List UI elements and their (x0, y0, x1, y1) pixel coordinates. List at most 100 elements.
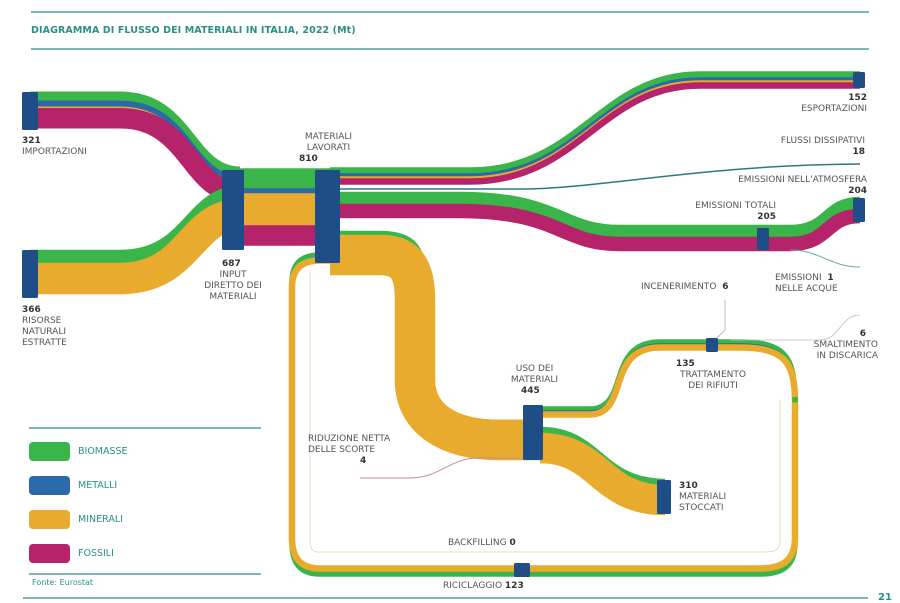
label-lavorati: MATERIALI LAVORATI 810 (291, 132, 366, 165)
value-emissioni-totali: 205 (757, 212, 776, 222)
node-layer (22, 72, 865, 577)
text-input-2: DIRETTO DEI (204, 281, 262, 291)
text-uso-2: MATERIALI (510, 375, 559, 385)
text-lavorati-2: LAVORATI (306, 143, 351, 153)
flow-acque (789, 249, 861, 268)
value-acque: 1 (827, 273, 834, 283)
legend-item-fossili: FOSSILI (29, 544, 114, 563)
flow-dissipativi (330, 163, 861, 190)
flow-stoccati-1 (539, 432, 666, 516)
text-scorte-2: DELLE SCORTE (308, 445, 376, 455)
value-importazioni: 321 (22, 136, 41, 146)
label-riciclaggio: RICICLAGGIO 123 (443, 581, 524, 592)
node-atmosfera (853, 198, 865, 222)
text-stoccati-2: STOCCATI (679, 503, 724, 513)
text-risorse-1: RISORSE (22, 316, 62, 326)
label-input: 687 INPUT DIRETTO DEI MATERIALI (198, 259, 268, 303)
legend-swatch-metalli (29, 476, 70, 495)
label-discarica: 6 SMALTIMENTO IN DISCARICA (790, 329, 878, 362)
legend-item-minerali: MINERALI (29, 510, 123, 529)
flow-incenerimento (714, 300, 726, 341)
node-lavorati (315, 170, 340, 263)
legend-bottom-rule (29, 573, 261, 575)
text-discarica-1: SMALTIMENTO (813, 340, 878, 350)
flow-layer (30, 71, 861, 577)
text-lavorati-1: MATERIALI (304, 132, 353, 142)
label-incenerimento: INCENERIMENTO 6 (641, 282, 728, 293)
node-riciclaggio (514, 563, 530, 577)
legend-label-fossili: FOSSILI (78, 548, 114, 559)
label-dissipativi: FLUSSI DISSIPATIVI 18 (700, 136, 865, 158)
node-input (222, 170, 244, 250)
text-riciclaggio: RICICLAGGIO (443, 581, 503, 591)
text-trattamento-2: DEI RIFIUTI (688, 381, 738, 391)
value-atmosfera: 204 (848, 186, 867, 196)
bottom-rule (23, 597, 868, 599)
legend-swatch-minerali (29, 510, 70, 529)
legend-label-biomasse: BIOMASSE (78, 446, 128, 457)
node-esportazioni (853, 72, 865, 88)
legend-item-biomasse: BIOMASSE (29, 442, 128, 461)
source-note: Fonte: Eurostat (32, 578, 94, 587)
flow-riciclaggio-0 (289, 252, 798, 577)
legend-item-metalli: METALLI (29, 476, 117, 495)
text-input-1: INPUT (219, 270, 247, 280)
value-discarica: 6 (859, 329, 866, 339)
label-emissioni-totali: EMISSIONI TOTALI 205 (660, 201, 776, 223)
flow-backfilling (309, 270, 781, 553)
value-incenerimento: 6 (722, 282, 729, 292)
text-backfilling: BACKFILLING (448, 538, 507, 548)
legend-swatch-biomasse (29, 442, 70, 461)
text-dissipativi: FLUSSI DISSIPATIVI (780, 136, 865, 146)
label-esportazioni: 152 ESPORTAZIONI (740, 93, 867, 115)
value-scorte: 4 (360, 456, 367, 466)
flow-discarica (730, 314, 861, 341)
text-uso-1: USO DEI (515, 364, 554, 374)
flow-riciclaggio-1 (288, 257, 799, 572)
text-stoccati-1: MATERIALI (679, 492, 727, 502)
title-underline (31, 48, 869, 50)
label-stoccati: 310 MATERIALI STOCCATI (679, 481, 726, 514)
text-risorse-3: ESTRATTE (22, 338, 67, 348)
text-risorse-2: NATURALI (22, 327, 66, 337)
flow-emissioni-1 (330, 203, 861, 252)
text-acque-2: NELLE ACQUE (775, 284, 838, 294)
text-discarica-2: IN DISCARICA (816, 351, 878, 361)
node-risorse (22, 250, 38, 298)
flow-esportazioni-1 (330, 77, 860, 177)
legend-label-minerali: MINERALI (78, 514, 123, 525)
node-emissioni-totali (757, 228, 769, 250)
label-backfilling: BACKFILLING 0 (448, 538, 516, 549)
node-stoccati (657, 480, 671, 514)
text-trattamento-1: TRATTAMENTO (680, 370, 746, 380)
legend-label-metalli: METALLI (78, 480, 118, 491)
value-input: 687 (222, 259, 241, 269)
value-risorse: 366 (22, 305, 41, 315)
label-atmosfera: EMISSIONI NELL'ATMOSFERA 204 (680, 175, 867, 197)
label-importazioni: 321 IMPORTAZIONI (22, 136, 87, 158)
text-atmosfera: EMISSIONI NELL'ATMOSFERA (738, 175, 867, 185)
flow-importazioni-0 (30, 91, 241, 176)
top-rule (31, 11, 869, 13)
value-dissipativi: 18 (852, 147, 865, 157)
text-scorte-1: RIDUZIONE NETTA (308, 434, 391, 444)
node-uso (523, 405, 543, 460)
value-trattamento: 135 (676, 359, 695, 369)
text-incenerimento: INCENERIMENTO (641, 282, 717, 292)
value-backfilling: 0 (509, 538, 516, 548)
label-acque: EMISSIONI 1 NELLE ACQUE (775, 273, 838, 295)
value-stoccati: 310 (679, 481, 698, 491)
text-esportazioni: ESPORTAZIONI (801, 104, 867, 114)
value-riciclaggio: 123 (504, 581, 524, 591)
flow-scorte (360, 457, 525, 479)
page-number: 21 (878, 592, 892, 603)
diagram-title: DIAGRAMMA DI FLUSSO DEI MATERIALI IN ITA… (31, 25, 356, 36)
node-trattamento (706, 338, 718, 352)
flow-uso-minerali-0 (330, 234, 540, 461)
flow-emissioni-0 (330, 191, 861, 238)
value-uso: 445 (521, 386, 540, 396)
flow-trattamento-2 (540, 344, 799, 418)
text-acque-1: EMISSIONI (775, 273, 822, 283)
label-scorte: RIDUZIONE NETTA DELLE SCORTE 4 (308, 434, 390, 467)
